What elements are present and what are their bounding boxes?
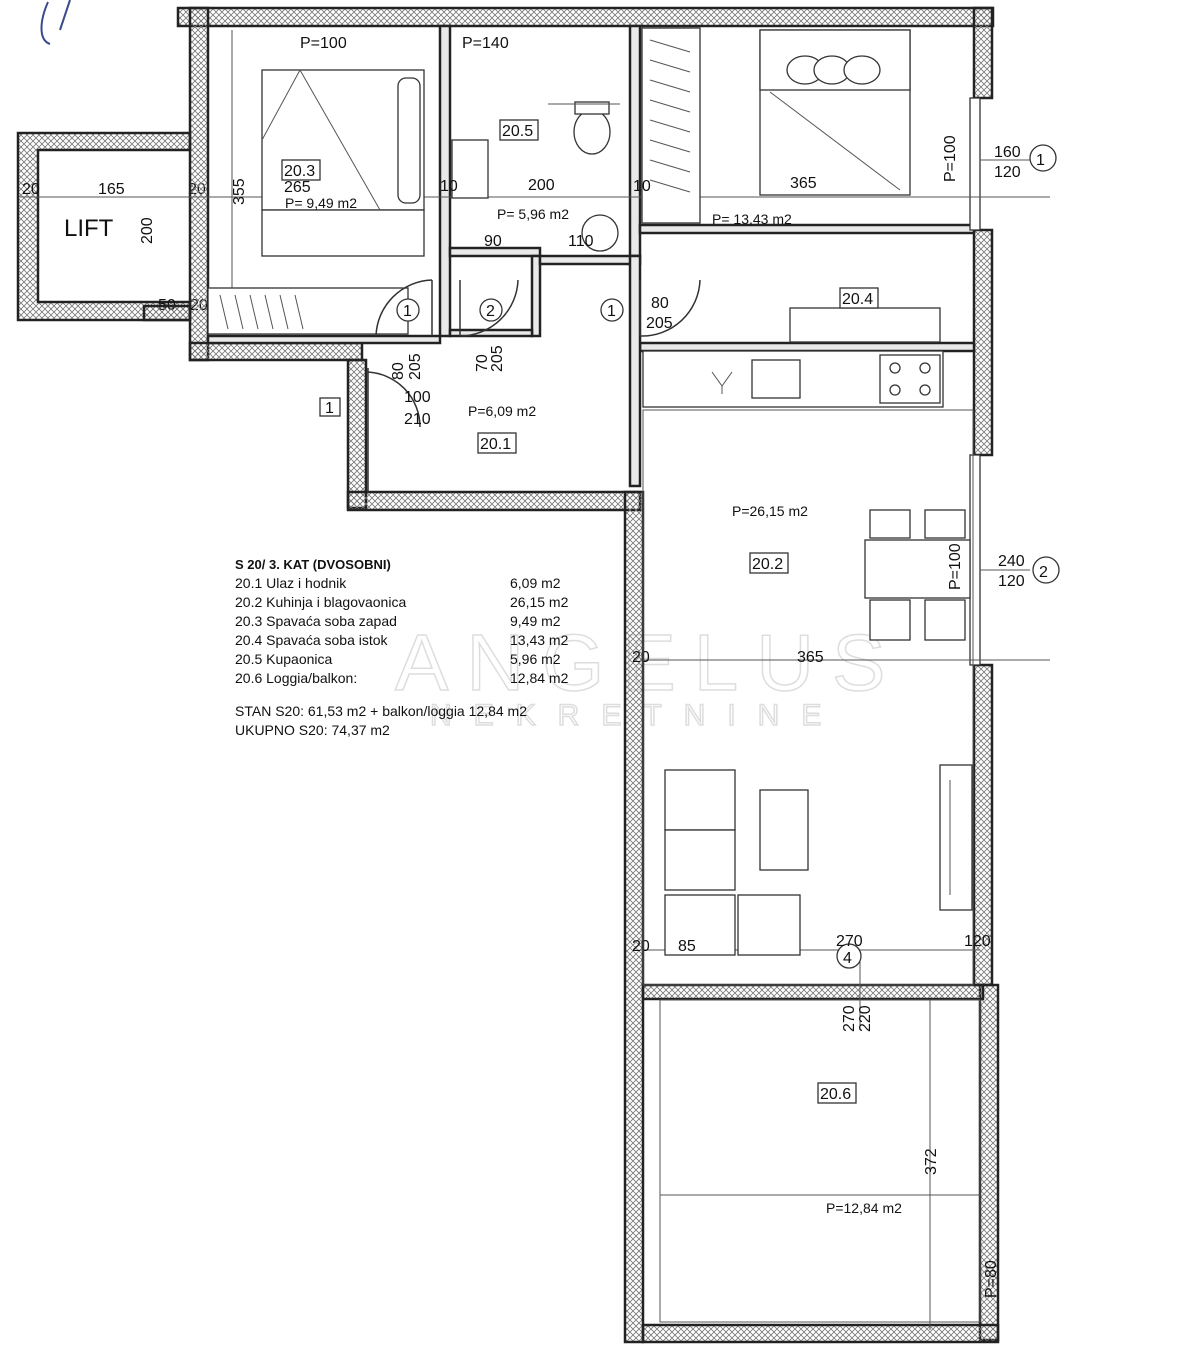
- legend-total-apartment: STAN S20: 61,53 m2 + balkon/loggia 12,84…: [235, 703, 527, 719]
- svg-text:P=80: P=80: [983, 1260, 1000, 1298]
- legend-row: 20.6 Loggia/balkon:12,84 m2: [235, 670, 569, 686]
- svg-text:80: 80: [651, 295, 669, 312]
- svg-text:20: 20: [22, 181, 40, 198]
- inner-walls: [206, 24, 976, 488]
- room-id-20-6: 20.6: [820, 1086, 851, 1103]
- wardrobe-west: [207, 287, 409, 335]
- svg-text:210: 210: [404, 411, 431, 428]
- svg-text:20: 20: [632, 938, 650, 955]
- kitchen-counter: [642, 350, 944, 408]
- bed-east: [759, 29, 911, 196]
- svg-text:2: 2: [486, 303, 495, 320]
- living-outline: [642, 409, 974, 986]
- svg-text:100: 100: [404, 389, 431, 406]
- svg-text:P=12,84 m2: P=12,84 m2: [826, 1200, 902, 1216]
- svg-text:85: 85: [678, 938, 696, 955]
- svg-text:1: 1: [1036, 152, 1045, 169]
- svg-text:P=100: P=100: [947, 543, 964, 590]
- svg-text:120: 120: [964, 933, 991, 950]
- room-areas: P= 9,49 m2 P= 5,96 m2 P= 13,43 m2 P=6,09…: [285, 195, 902, 1216]
- bathroom-fixtures: [451, 101, 620, 252]
- svg-text:240: 240: [998, 553, 1025, 570]
- svg-text:70: 70: [474, 354, 491, 372]
- room-id-20-4: 20.4: [842, 291, 873, 308]
- svg-text:P=26,15 m2: P=26,15 m2: [732, 503, 808, 519]
- svg-text:200: 200: [139, 217, 156, 244]
- svg-text:265: 265: [284, 179, 311, 196]
- outer-walls: [176, 6, 1000, 1344]
- door-swings: [365, 279, 701, 492]
- room-id-20-1: 20.1: [480, 436, 511, 453]
- svg-text:P=100: P=100: [300, 35, 347, 52]
- svg-text:P= 13,43 m2: P= 13,43 m2: [712, 211, 792, 227]
- dimension-labels: P=100 P=140 355 265 10 200 10 365 P=100 …: [231, 35, 1025, 1298]
- svg-text:355: 355: [231, 178, 248, 205]
- room-labels: 20.3 20.5 20.4 20.1 20.2 20.6: [281, 119, 879, 1104]
- desk-east: [789, 307, 941, 343]
- svg-text:80: 80: [390, 362, 407, 380]
- sofa: [664, 769, 809, 956]
- lift-label: LIFT: [64, 215, 114, 242]
- signature-mark: [40, 0, 71, 45]
- svg-text:4: 4: [843, 950, 852, 967]
- svg-text:110: 110: [568, 233, 594, 250]
- svg-text:P= 9,49 m2: P= 9,49 m2: [285, 195, 357, 211]
- svg-text:365: 365: [790, 175, 817, 192]
- svg-text:P=100: P=100: [942, 135, 959, 182]
- svg-text:200: 200: [528, 177, 555, 194]
- svg-text:10: 10: [440, 178, 458, 195]
- svg-text:365: 365: [797, 649, 824, 666]
- svg-text:120: 120: [994, 164, 1021, 181]
- svg-text:270: 270: [841, 1005, 858, 1032]
- svg-text:1: 1: [403, 303, 412, 320]
- door-markers: 1 2 1: [396, 298, 624, 322]
- svg-text:2: 2: [1039, 564, 1048, 581]
- tv-unit: [939, 764, 973, 911]
- svg-text:205: 205: [646, 315, 673, 332]
- room-id-20-3: 20.3: [284, 163, 315, 180]
- svg-text:160: 160: [994, 144, 1021, 161]
- svg-text:372: 372: [923, 1148, 940, 1175]
- wardrobe-east: [641, 27, 701, 224]
- svg-text:P= 5,96 m2: P= 5,96 m2: [497, 206, 569, 222]
- svg-text:P=6,09 m2: P=6,09 m2: [468, 403, 536, 419]
- legend-title: S 20/ 3. KAT (DVOSOBNI): [235, 557, 391, 572]
- svg-text:205: 205: [489, 345, 506, 372]
- svg-text:220: 220: [857, 1005, 874, 1032]
- svg-text:270: 270: [836, 933, 863, 950]
- window-markers: 1 2 4: [836, 144, 1060, 969]
- room-id-20-2: 20.2: [752, 556, 783, 573]
- svg-text:10: 10: [633, 178, 651, 195]
- legend-total-overall: UKUPNO S20: 74,37 m2: [235, 722, 390, 738]
- svg-text:165: 165: [98, 181, 125, 198]
- svg-text:120: 120: [998, 573, 1025, 590]
- svg-text:1: 1: [607, 303, 616, 320]
- svg-text:90: 90: [484, 233, 502, 250]
- svg-text:20: 20: [632, 649, 650, 666]
- lift-shaft: LIFT 165 20 20 200 50 20: [16, 131, 208, 322]
- dining-table: [864, 509, 971, 641]
- loggia-outline: [659, 999, 981, 1323]
- entrance-marker: 1: [319, 397, 341, 417]
- svg-text:205: 205: [407, 353, 424, 380]
- svg-text:P=140: P=140: [462, 35, 509, 52]
- area-legend: S 20/ 3. KAT (DVOSOBNI) 20.1 Ulaz i hodn…: [235, 555, 595, 740]
- svg-text:1: 1: [325, 400, 334, 417]
- room-id-20-5: 20.5: [502, 123, 533, 140]
- bed-west: [261, 69, 425, 257]
